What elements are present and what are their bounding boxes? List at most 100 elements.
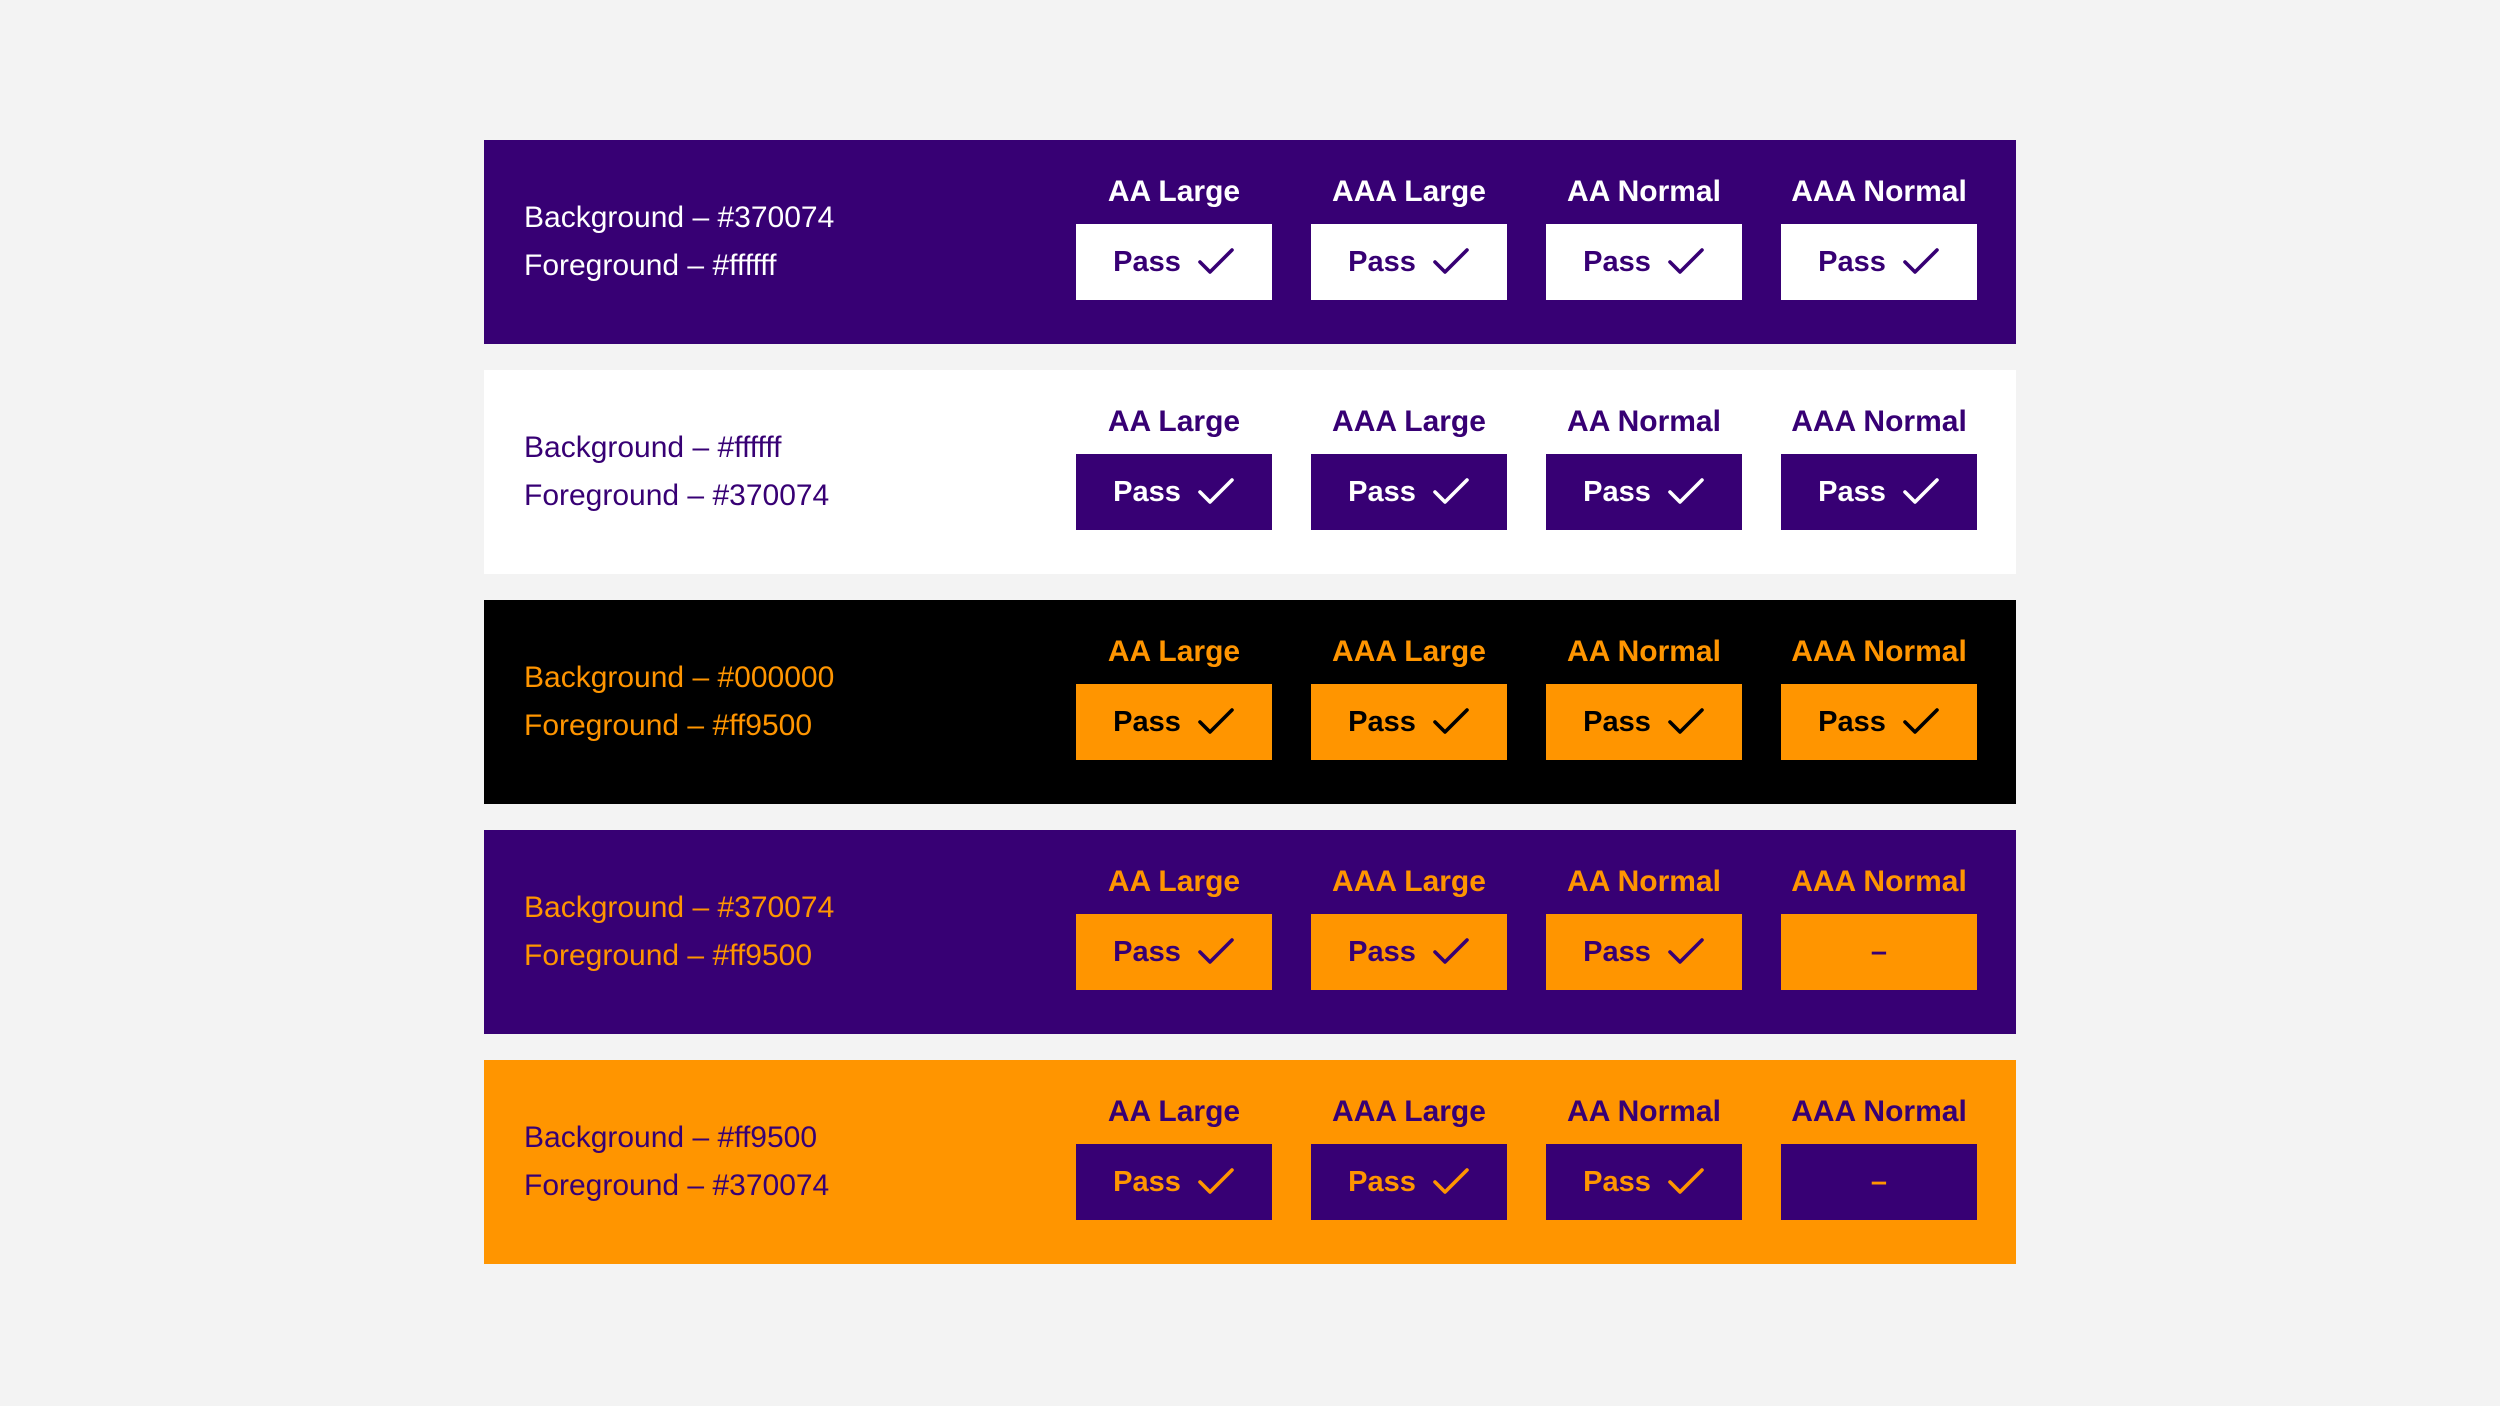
wcag-level-aa-large: AA Large Pass <box>1076 632 1272 760</box>
pass-badge: Pass <box>1076 684 1272 760</box>
level-label: AA Normal <box>1567 1095 1721 1128</box>
pass-badge: Pass <box>1546 1144 1742 1220</box>
contrast-row-1: Background – #370074 Foreground – #fffff… <box>484 140 2016 344</box>
result-text: Pass <box>1113 245 1181 278</box>
level-label: AAA Large <box>1332 405 1486 438</box>
wcag-level-aaa-normal: AAA Normal Pass <box>1781 632 1977 760</box>
check-icon <box>1433 248 1469 274</box>
pass-badge: Pass <box>1076 224 1272 300</box>
check-icon <box>1668 938 1704 964</box>
foreground-label: Foreground – #ff9500 <box>524 709 813 742</box>
result-text: Pass <box>1583 475 1651 508</box>
background-label: Background – #ffffff <box>524 431 782 464</box>
level-label: AAA Normal <box>1791 405 1967 438</box>
level-label: AAA Normal <box>1791 635 1967 668</box>
background-label: Background – #370074 <box>524 891 835 924</box>
check-icon <box>1903 248 1939 274</box>
pass-badge: Pass <box>1781 684 1977 760</box>
foreground-label: Foreground – #370074 <box>524 479 830 512</box>
pass-badge: Pass <box>1546 684 1742 760</box>
result-text: Pass <box>1583 1165 1651 1198</box>
color-pair-info: Background – #ff9500 Foreground – #37007… <box>524 1114 829 1210</box>
level-label: AAA Normal <box>1791 865 1967 898</box>
check-icon <box>1668 248 1704 274</box>
level-label: AA Large <box>1107 405 1241 438</box>
contrast-row-4: Background – #370074 Foreground – #ff950… <box>484 830 2016 1034</box>
wcag-level-aaa-large: AAA Large Pass <box>1311 862 1507 990</box>
result-text: Pass <box>1348 245 1416 278</box>
result-text: Pass <box>1583 935 1651 968</box>
check-icon <box>1433 938 1469 964</box>
check-icon <box>1668 478 1704 504</box>
result-text: Pass <box>1818 705 1886 738</box>
level-label: AAA Large <box>1332 865 1486 898</box>
not-applicable-badge: – <box>1781 1144 1977 1220</box>
level-label: AA Normal <box>1567 405 1721 438</box>
level-label: AA Normal <box>1567 175 1721 208</box>
level-label: AA Large <box>1107 1095 1241 1128</box>
result-text: Pass <box>1113 705 1181 738</box>
check-icon <box>1198 248 1234 274</box>
check-icon <box>1433 478 1469 504</box>
wcag-levels: AA Large Pass AAA Large Pass AA Normal P… <box>1076 172 1977 300</box>
result-text: – <box>1870 1165 1888 1198</box>
check-icon <box>1903 708 1939 734</box>
result-text: Pass <box>1113 1165 1181 1198</box>
wcag-level-aa-normal: AA Normal Pass <box>1546 402 1742 530</box>
pass-badge: Pass <box>1311 684 1507 760</box>
foreground-label: Foreground – #ffffff <box>524 249 777 282</box>
wcag-level-aa-large: AA Large Pass <box>1076 862 1272 990</box>
wcag-level-aaa-normal: AAA Normal – <box>1781 1092 1977 1220</box>
check-icon <box>1903 478 1939 504</box>
pass-badge: Pass <box>1311 454 1507 530</box>
pass-badge: Pass <box>1311 914 1507 990</box>
color-pair-info: Background – #000000 Foreground – #ff950… <box>524 654 834 750</box>
wcag-level-aaa-large: AAA Large Pass <box>1311 402 1507 530</box>
wcag-level-aa-normal: AA Normal Pass <box>1546 862 1742 990</box>
wcag-levels: AA Large Pass AAA Large Pass AA Normal P… <box>1076 862 1977 990</box>
color-pair-info: Background – #370074 Foreground – #fffff… <box>524 194 834 290</box>
foreground-label: Foreground – #ff9500 <box>524 939 813 972</box>
not-applicable-badge: – <box>1781 914 1977 990</box>
contrast-row-3: Background – #000000 Foreground – #ff950… <box>484 600 2016 804</box>
result-text: Pass <box>1348 705 1416 738</box>
pass-badge: Pass <box>1781 224 1977 300</box>
pass-badge: Pass <box>1781 454 1977 530</box>
check-icon <box>1433 708 1469 734</box>
contrast-row-5: Background – #ff9500 Foreground – #37007… <box>484 1060 2016 1264</box>
result-text: Pass <box>1583 705 1651 738</box>
wcag-level-aaa-normal: AAA Normal – <box>1781 862 1977 990</box>
wcag-level-aa-normal: AA Normal Pass <box>1546 632 1742 760</box>
contrast-row-2: Background – #ffffff Foreground – #37007… <box>484 370 2016 574</box>
wcag-levels: AA Large Pass AAA Large Pass AA Normal P… <box>1076 1092 1977 1220</box>
wcag-levels: AA Large Pass AAA Large Pass AA Normal P… <box>1076 402 1977 530</box>
result-text: Pass <box>1818 475 1886 508</box>
pass-badge: Pass <box>1076 454 1272 530</box>
contrast-table: Background – #370074 Foreground – #fffff… <box>484 140 2016 1264</box>
check-icon <box>1198 708 1234 734</box>
result-text: Pass <box>1348 1165 1416 1198</box>
wcag-level-aaa-large: AAA Large Pass <box>1311 172 1507 300</box>
background-label: Background – #000000 <box>524 661 835 694</box>
color-pair-info: Background – #ffffff Foreground – #37007… <box>524 424 829 520</box>
pass-badge: Pass <box>1546 914 1742 990</box>
background-label: Background – #ff9500 <box>524 1121 818 1154</box>
pass-badge: Pass <box>1546 454 1742 530</box>
result-text: Pass <box>1348 475 1416 508</box>
check-icon <box>1433 1168 1469 1194</box>
check-icon <box>1198 938 1234 964</box>
level-label: AA Large <box>1107 175 1241 208</box>
wcag-level-aaa-normal: AAA Normal Pass <box>1781 172 1977 300</box>
level-label: AAA Large <box>1332 175 1486 208</box>
result-text: – <box>1870 935 1888 968</box>
check-icon <box>1198 1168 1234 1194</box>
check-icon <box>1198 478 1234 504</box>
wcag-level-aaa-large: AAA Large Pass <box>1311 632 1507 760</box>
result-text: Pass <box>1348 935 1416 968</box>
result-text: Pass <box>1818 245 1886 278</box>
pass-badge: Pass <box>1076 914 1272 990</box>
level-label: AA Normal <box>1567 635 1721 668</box>
result-text: Pass <box>1113 475 1181 508</box>
background-label: Background – #370074 <box>524 201 835 234</box>
level-label: AA Large <box>1107 635 1241 668</box>
